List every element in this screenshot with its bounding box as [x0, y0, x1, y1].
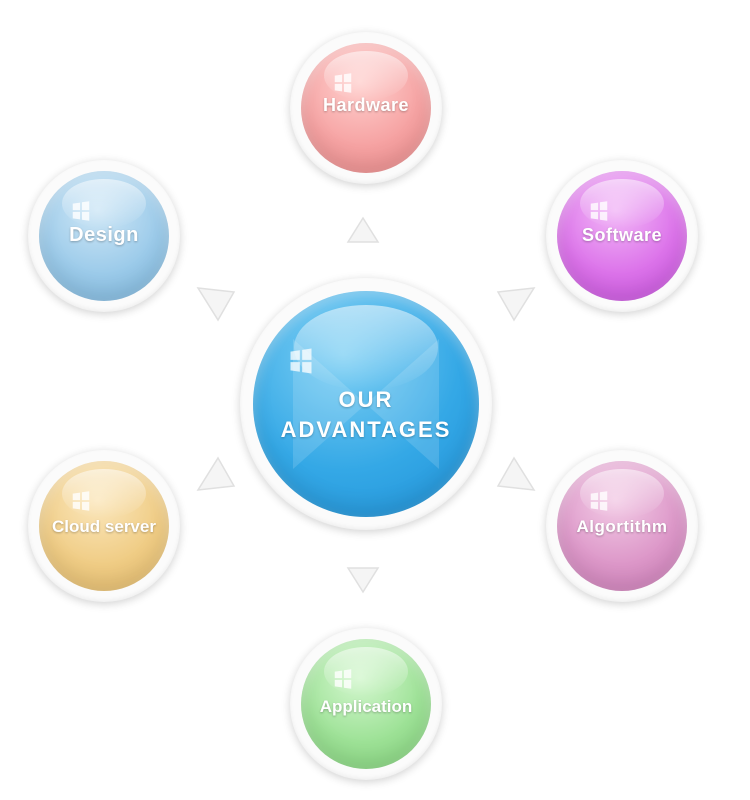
arrow-to-design	[196, 286, 236, 322]
highlight-icon	[332, 72, 354, 94]
highlight-icon	[70, 200, 92, 222]
center-title: OUR ADVANTAGES	[253, 385, 479, 445]
hardware-label: Hardware	[322, 95, 410, 115]
cloud-server-circle: Cloud server	[39, 461, 169, 591]
highlight-icon	[588, 200, 610, 222]
arrow-to-software	[496, 286, 536, 322]
algortithm-circle: Algortithm	[557, 461, 687, 591]
center-title-line1: OUR	[338, 387, 394, 412]
application-label: Application	[319, 697, 413, 716]
algortithm-label: Algortithm	[576, 517, 668, 536]
hardware-circle: Hardware	[301, 43, 431, 173]
highlight-icon	[287, 347, 315, 375]
arrow-to-cloud-server	[196, 456, 236, 492]
arrow-to-algortithm	[496, 456, 536, 492]
highlight-icon	[588, 490, 610, 512]
highlight-icon	[70, 490, 92, 512]
arrow-to-hardware	[346, 216, 380, 244]
center-circle: OUR ADVANTAGES	[253, 291, 479, 517]
center-title-line2: ADVANTAGES	[280, 417, 452, 442]
arrow-to-application	[346, 566, 380, 594]
cloud-server-label: Cloud server	[52, 517, 156, 536]
software-label: Software	[581, 225, 663, 245]
highlight-icon	[332, 668, 354, 690]
design-label: Design	[69, 224, 139, 246]
application-circle: Application	[301, 639, 431, 769]
design-circle: Design	[39, 171, 169, 301]
software-circle: Software	[557, 171, 687, 301]
